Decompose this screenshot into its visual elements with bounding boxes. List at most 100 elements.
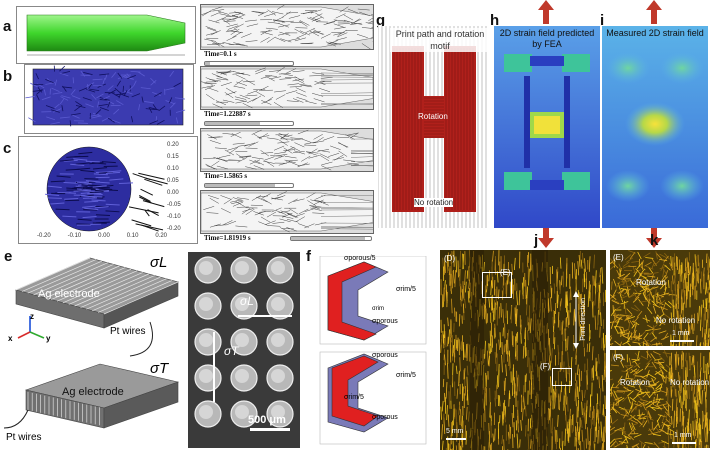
texture-stroke [685, 352, 687, 362]
texture-stroke [85, 180, 100, 183]
texture-stroke [580, 293, 583, 308]
texture-stroke [503, 439, 505, 450]
texture-stroke [569, 408, 571, 420]
texture-stroke [610, 335, 612, 338]
strain-schematic [319, 256, 427, 445]
time-progress-1 [204, 61, 294, 66]
texture-stroke [217, 10, 229, 15]
texture-stroke [207, 27, 218, 32]
texture-stroke [707, 444, 709, 448]
texture-stroke [663, 442, 666, 448]
texture-stroke [502, 309, 505, 324]
sem-wire-highlight [235, 333, 249, 347]
texture-stroke [467, 290, 470, 303]
texture-stroke [614, 316, 623, 320]
texture-stroke [569, 380, 571, 393]
texture-stroke [686, 425, 689, 434]
texture-stroke [15, 257, 91, 291]
measured-strain-map: Measured 2D strain field [602, 26, 708, 228]
texture-stroke [273, 145, 285, 151]
texture-stroke [242, 208, 254, 212]
texture-stroke [520, 419, 522, 431]
texture-stroke [494, 302, 496, 320]
texture-stroke [494, 323, 496, 338]
texture-stroke [62, 215, 77, 218]
texture-stroke [458, 314, 461, 327]
texture-stroke [610, 430, 617, 436]
texture-stroke [76, 167, 91, 170]
texture-stroke [144, 101, 154, 104]
texture-stroke [647, 446, 650, 448]
texture-stroke [613, 390, 618, 398]
texture-stroke [459, 357, 461, 372]
texture-stroke [703, 332, 706, 346]
texture-stroke [611, 392, 617, 400]
texture-stroke [633, 323, 637, 332]
texture-stroke [567, 396, 569, 412]
texture-stroke [320, 74, 373, 76]
texture-stroke [632, 319, 638, 327]
texture-stroke [690, 423, 693, 441]
texture-stroke [631, 444, 637, 448]
texture-stroke [618, 429, 627, 433]
texture-stroke [496, 375, 499, 389]
texture-stroke [458, 370, 460, 387]
texture-stroke [462, 420, 464, 438]
texture-stroke [144, 177, 168, 185]
texture-stroke [674, 283, 677, 299]
texture-stroke [311, 16, 323, 22]
texture-stroke [208, 19, 220, 24]
texture-stroke [118, 182, 134, 185]
texture-stroke [333, 23, 345, 28]
texture-stroke [258, 221, 269, 226]
texture-stroke [128, 206, 159, 214]
measured-heatmap [602, 26, 708, 228]
texture-stroke [279, 227, 290, 233]
texture-stroke [603, 444, 604, 450]
texture-stroke [448, 329, 450, 344]
texture-stroke [225, 91, 237, 96]
texture-stroke [684, 272, 687, 289]
texture-stroke [601, 444, 603, 450]
texture-stroke [257, 11, 268, 17]
texture-stroke [507, 449, 509, 450]
texture-stroke [370, 26, 373, 29]
texture-stroke [305, 100, 317, 105]
texture-stroke [565, 415, 568, 432]
texture-stroke [636, 419, 643, 426]
texture-stroke [494, 256, 496, 271]
panel-label-f: f [306, 248, 311, 265]
sigma-l-label: σL [150, 254, 168, 271]
texture-stroke [450, 253, 452, 265]
texture-stroke [511, 412, 514, 428]
texture-stroke [456, 388, 459, 399]
texture-stroke [642, 373, 650, 378]
texture-stroke [612, 402, 615, 411]
texture-stroke [253, 165, 265, 170]
no-rotation-label-top: No rotation [656, 316, 696, 325]
texture-stroke [639, 300, 648, 303]
texture-stroke [239, 156, 252, 158]
texture-stroke [93, 173, 108, 176]
texture-stroke [610, 337, 613, 342]
texture-stroke [652, 342, 661, 346]
sem-wire-highlight [199, 405, 213, 419]
texture-stroke [580, 419, 583, 429]
cylinder-plot [16, 6, 196, 64]
texture-stroke [691, 272, 693, 287]
texture-stroke [458, 404, 460, 415]
texture-stroke [288, 15, 301, 19]
texture-stroke [626, 257, 634, 263]
texture-stroke [520, 397, 523, 410]
texture-stroke [307, 200, 317, 207]
texture-stroke [249, 159, 261, 165]
texture-stroke [559, 389, 562, 402]
texture-stroke [343, 14, 354, 21]
texture-stroke [518, 290, 521, 306]
texture-stroke [297, 162, 308, 168]
texture-stroke [452, 345, 454, 357]
texture-stroke [593, 441, 595, 450]
texture-stroke [62, 270, 138, 304]
texture-block [444, 46, 476, 212]
texture-stroke [653, 305, 657, 314]
